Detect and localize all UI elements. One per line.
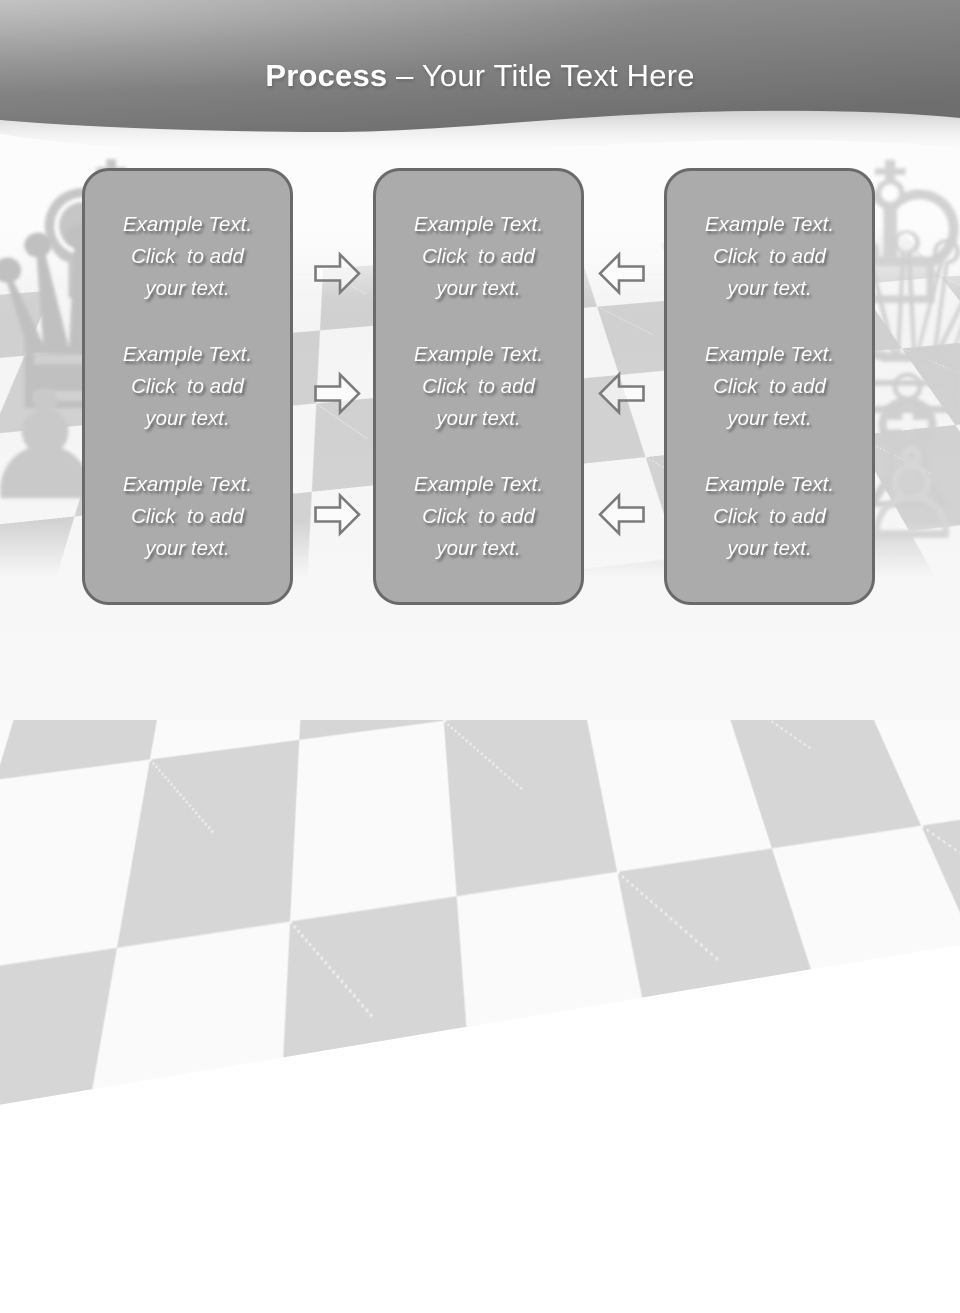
block-arrow-right-icon[interactable] [314, 251, 361, 296]
text-placeholder[interactable]: Example Text. Click to add your text. [704, 212, 835, 300]
process-box-right[interactable]: Example Text. Click to add your text. Ex… [664, 168, 875, 605]
slide-title[interactable]: Process – Your Title Text Here [0, 56, 960, 96]
text-placeholder[interactable]: Example Text. Click to add your text. [122, 342, 253, 430]
block-arrow-left-icon[interactable] [598, 251, 645, 296]
text-placeholder[interactable]: Example Text. Click to add your text. [122, 472, 253, 560]
text-placeholder[interactable]: Example Text. Click to add your text. [413, 212, 544, 300]
text-placeholder[interactable]: Example Text. Click to add your text. [413, 342, 544, 430]
text-placeholder[interactable]: Example Text. Click to add your text. [122, 212, 253, 300]
title-subtitle: – Your Title Text Here [387, 58, 695, 93]
block-arrow-right-icon[interactable] [314, 492, 361, 537]
header-underglow-wave [0, 110, 960, 156]
text-placeholder[interactable]: Example Text. Click to add your text. [413, 472, 544, 560]
header-wave-banner [0, 0, 960, 156]
text-placeholder[interactable]: Example Text. Click to add your text. [704, 342, 835, 430]
block-arrow-left-icon[interactable] [598, 371, 645, 416]
text-placeholder[interactable]: Example Text. Click to add your text. [704, 472, 835, 560]
process-box-middle[interactable]: Example Text. Click to add your text. Ex… [373, 168, 584, 605]
block-arrow-left-icon[interactable] [598, 492, 645, 537]
process-box-left[interactable]: Example Text. Click to add your text. Ex… [82, 168, 293, 605]
header-band-highlight [0, 0, 960, 132]
title-keyword: Process [265, 58, 388, 93]
block-arrow-right-icon[interactable] [314, 371, 361, 416]
